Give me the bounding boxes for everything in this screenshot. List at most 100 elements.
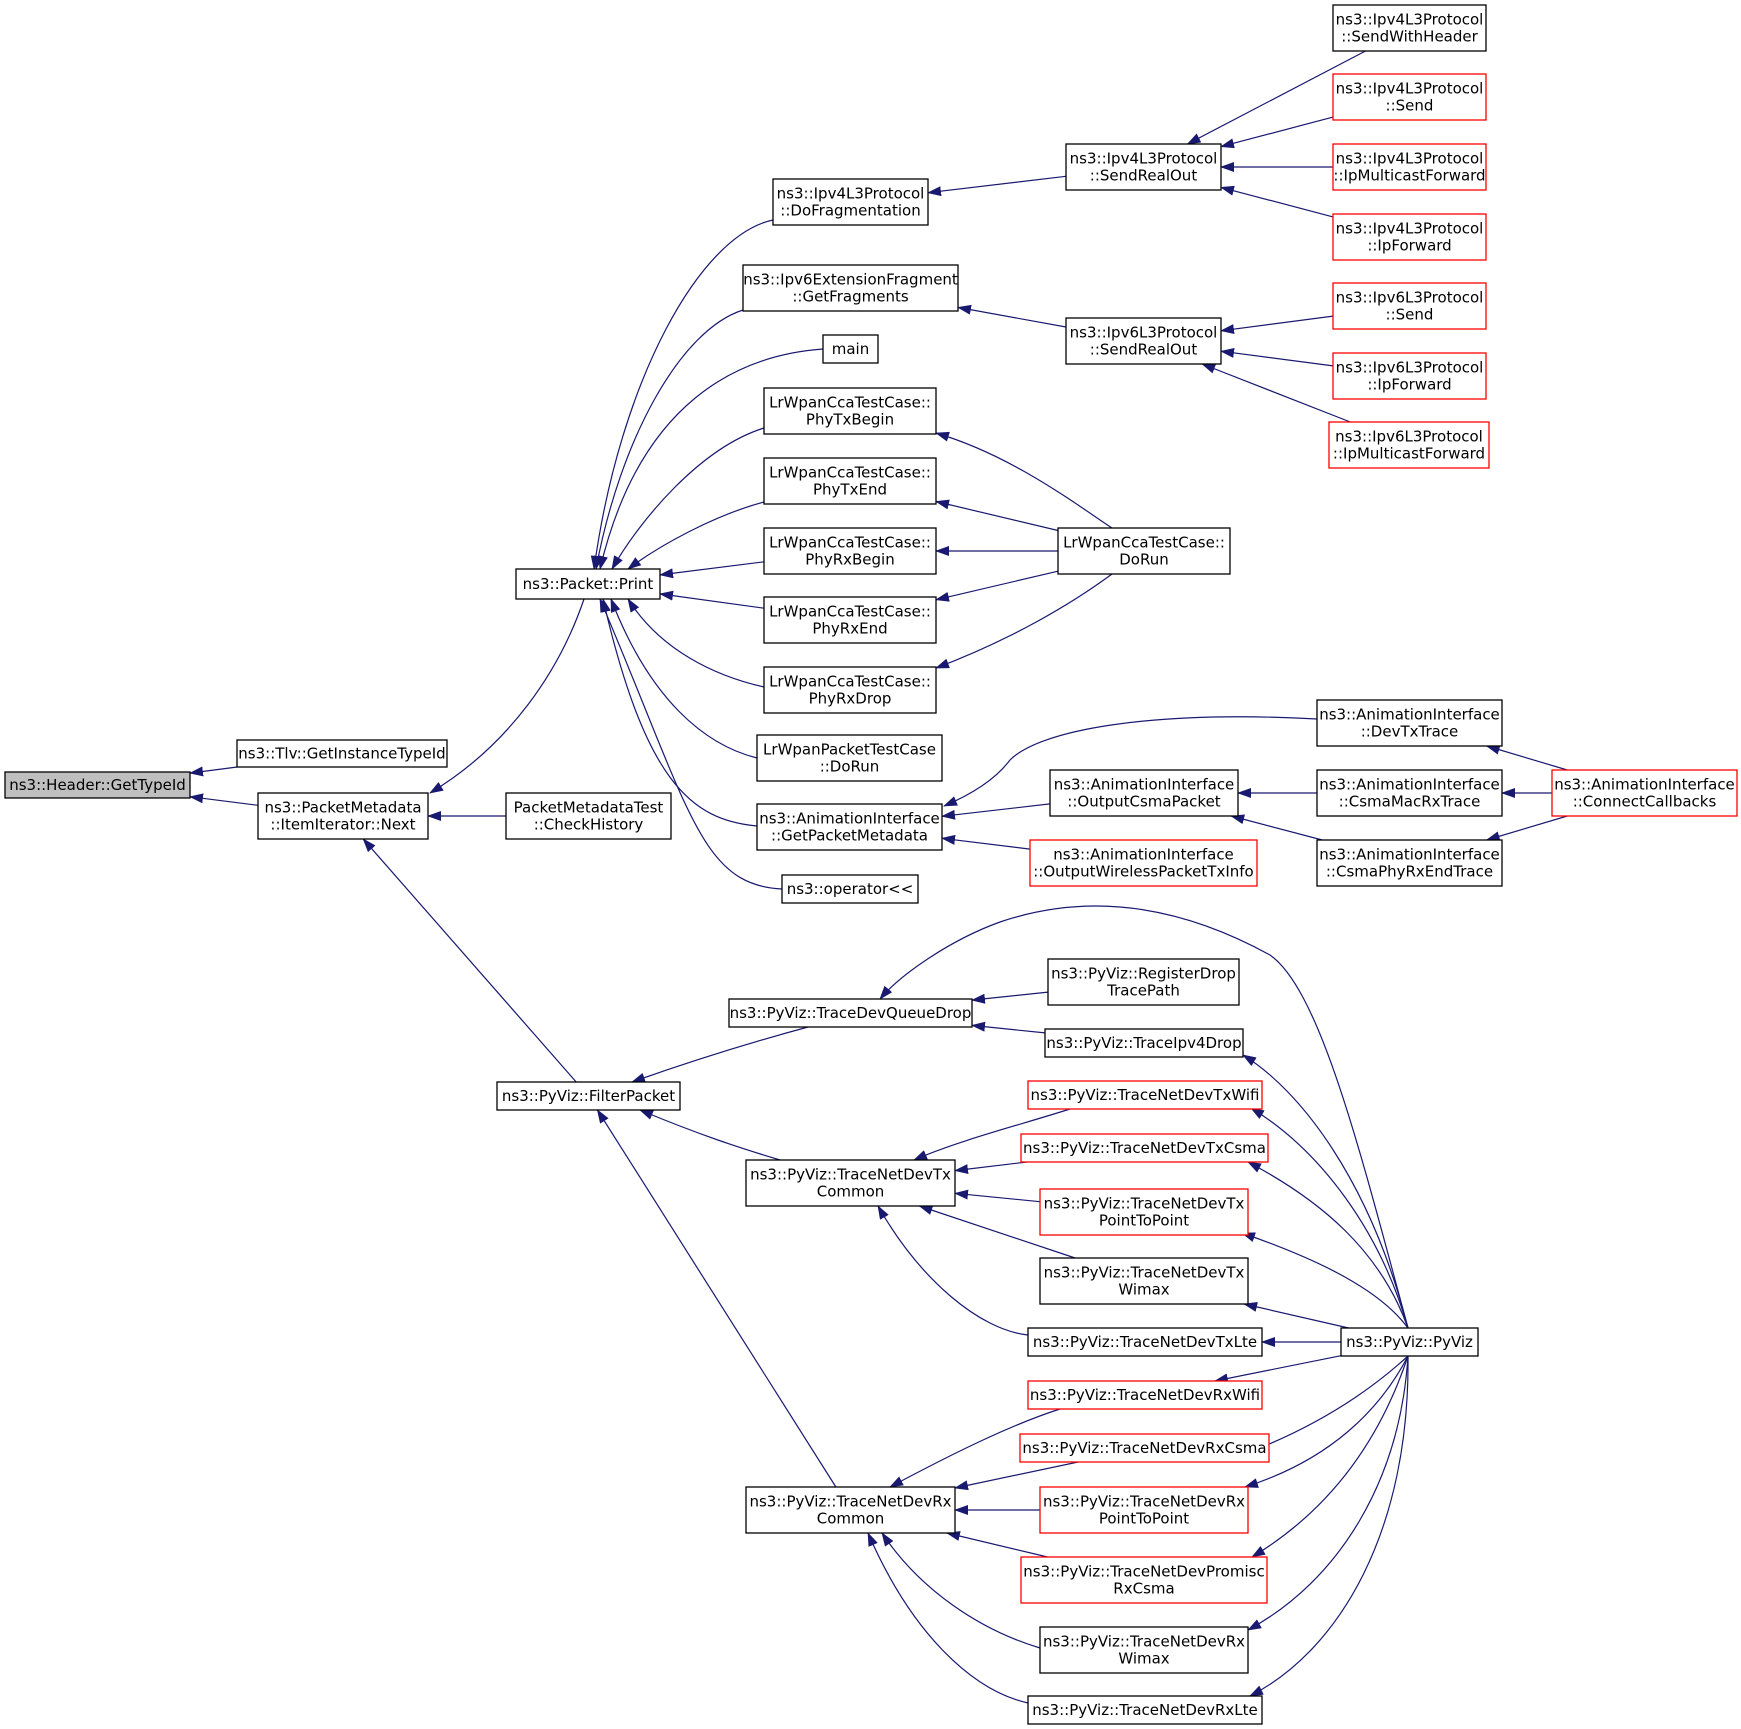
node-box[interactable] bbox=[728, 998, 973, 1028]
node-n_ipv6fwd[interactable]: ns3::Ipv6L3Protocol::IpForward bbox=[1332, 352, 1487, 400]
node-box[interactable] bbox=[822, 334, 879, 364]
node-n_phyrxend[interactable]: LrWpanCcaTestCase::PhyRxEnd bbox=[763, 596, 937, 644]
node-box[interactable] bbox=[1328, 421, 1490, 469]
node-box[interactable] bbox=[1340, 1327, 1479, 1357]
node-n_aniphyrx[interactable]: ns3::AnimationInterface::CsmaPhyRxEndTra… bbox=[1316, 839, 1503, 887]
node-n_animgetpm[interactable]: ns3::AnimationInterface::GetPacketMetada… bbox=[756, 803, 943, 851]
node-box[interactable] bbox=[1039, 1188, 1249, 1236]
node-box[interactable] bbox=[745, 1159, 956, 1207]
node-box[interactable] bbox=[742, 264, 959, 312]
node-box[interactable] bbox=[1049, 769, 1239, 817]
node-n_filter[interactable]: ns3::PyViz::FilterPacket bbox=[496, 1081, 681, 1111]
node-n_lrccarun[interactable]: LrWpanCcaTestCase::DoRun bbox=[1057, 527, 1231, 575]
node-n_lrpkt[interactable]: LrWpanPacketTestCase::DoRun bbox=[756, 734, 943, 782]
node-n_ipv4mcf[interactable]: ns3::Ipv4L3Protocol::IpMulticastForward bbox=[1332, 143, 1487, 191]
node-box[interactable] bbox=[4, 771, 191, 799]
node-box[interactable] bbox=[1019, 1433, 1270, 1463]
node-n_ipv4frag[interactable]: ns3::Ipv4L3Protocol::DoFragmentation bbox=[772, 178, 929, 226]
node-n_ipv6send[interactable]: ns3::Ipv6L3Protocol::Send bbox=[1332, 282, 1487, 330]
node-n_anitx[interactable]: ns3::AnimationInterface::DevTxTrace bbox=[1316, 699, 1503, 747]
node-box[interactable] bbox=[1039, 1257, 1249, 1305]
node-n_phytxend[interactable]: LrWpanCcaTestCase::PhyTxEnd bbox=[763, 457, 937, 505]
node-n_ipv6frag[interactable]: ns3::Ipv6ExtensionFragment::GetFragments bbox=[742, 264, 959, 312]
node-box[interactable] bbox=[756, 803, 943, 851]
node-box[interactable] bbox=[505, 792, 672, 840]
node-n_animwl[interactable]: ns3::AnimationInterface::OutputWirelessP… bbox=[1029, 839, 1258, 887]
node-box[interactable] bbox=[1332, 143, 1487, 191]
node-n_txcsma[interactable]: ns3::PyViz::TraceNetDevTxCsma bbox=[1020, 1133, 1269, 1163]
node-n_tdqd[interactable]: ns3::PyViz::TraceDevQueueDrop bbox=[728, 998, 973, 1028]
node-n_ipv4swh[interactable]: ns3::Ipv4L3Protocol::SendWithHeader bbox=[1332, 4, 1487, 52]
node-box[interactable] bbox=[756, 734, 943, 782]
node-box[interactable] bbox=[763, 527, 937, 575]
node-box[interactable] bbox=[1316, 699, 1503, 747]
node-box[interactable] bbox=[1332, 352, 1487, 400]
node-box[interactable] bbox=[763, 457, 937, 505]
node-n_ipv6mcf[interactable]: ns3::Ipv6L3Protocol::IpMulticastForward bbox=[1328, 421, 1490, 469]
node-box[interactable] bbox=[1551, 769, 1738, 817]
node-box[interactable] bbox=[496, 1081, 681, 1111]
node-box[interactable] bbox=[1047, 958, 1240, 1006]
node-n_animcsma[interactable]: ns3::AnimationInterface::OutputCsmaPacke… bbox=[1049, 769, 1239, 817]
node-box[interactable] bbox=[781, 874, 919, 904]
node-box[interactable] bbox=[763, 387, 937, 435]
node-n_tlv[interactable]: ns3::Tlv::GetInstanceTypeId bbox=[236, 739, 448, 768]
node-box[interactable] bbox=[1020, 1556, 1268, 1604]
node-n_txwifi[interactable]: ns3::PyViz::TraceNetDevTxWifi bbox=[1027, 1080, 1263, 1110]
node-box[interactable] bbox=[236, 739, 448, 768]
node-n_rxlte[interactable]: ns3::PyViz::TraceNetDevRxLte bbox=[1027, 1695, 1263, 1725]
node-n_tipv4drop[interactable]: ns3::PyViz::TraceIpv4Drop bbox=[1044, 1028, 1244, 1058]
node-n_phyrxbegin[interactable]: LrWpanCcaTestCase::PhyRxBegin bbox=[763, 527, 937, 575]
node-n_gettypeid[interactable]: ns3::Header::GetTypeId bbox=[4, 771, 191, 799]
node-n_txlte[interactable]: ns3::PyViz::TraceNetDevTxLte bbox=[1027, 1327, 1263, 1357]
node-n_main[interactable]: main bbox=[822, 334, 879, 364]
node-box[interactable] bbox=[1029, 839, 1258, 887]
node-n_ipv4fwd[interactable]: ns3::Ipv4L3Protocol::IpForward bbox=[1332, 213, 1487, 261]
node-box[interactable] bbox=[1027, 1695, 1263, 1725]
node-n_ipv4sro[interactable]: ns3::Ipv4L3Protocol::SendRealOut bbox=[1065, 143, 1222, 191]
node-box[interactable] bbox=[1332, 213, 1487, 261]
node-box[interactable] bbox=[1044, 1028, 1244, 1058]
node-box[interactable] bbox=[1332, 282, 1487, 330]
node-n_phyrxdrop[interactable]: LrWpanCcaTestCase::PhyRxDrop bbox=[763, 666, 937, 714]
node-n_phytxbegin[interactable]: LrWpanCcaTestCase::PhyTxBegin bbox=[763, 387, 937, 435]
node-n_rxcsma[interactable]: ns3::PyViz::TraceNetDevRxCsma bbox=[1019, 1433, 1270, 1463]
node-box[interactable] bbox=[1039, 1486, 1249, 1534]
node-box[interactable] bbox=[1065, 143, 1222, 191]
node-n_rxwifi[interactable]: ns3::PyViz::TraceNetDevRxWifi bbox=[1027, 1380, 1263, 1410]
node-box[interactable] bbox=[1039, 1626, 1249, 1674]
node-box[interactable] bbox=[772, 178, 929, 226]
node-n_pyviz[interactable]: ns3::PyViz::PyViz bbox=[1340, 1327, 1479, 1357]
node-box[interactable] bbox=[1065, 317, 1222, 365]
node-box[interactable] bbox=[1020, 1133, 1269, 1163]
node-n_print[interactable]: ns3::Packet::Print bbox=[515, 568, 661, 600]
node-n_ipv6sro[interactable]: ns3::Ipv6L3Protocol::SendRealOut bbox=[1065, 317, 1222, 365]
node-box[interactable] bbox=[1316, 839, 1503, 887]
node-box[interactable] bbox=[763, 596, 937, 644]
node-box[interactable] bbox=[515, 568, 661, 600]
node-n_animacrx[interactable]: ns3::AnimationInterface::CsmaMacRxTrace bbox=[1316, 769, 1503, 817]
node-n_pmnext[interactable]: ns3::PacketMetadata::ItemIterator::Next bbox=[257, 792, 429, 840]
node-n_pmtest[interactable]: PacketMetadataTest::CheckHistory bbox=[505, 792, 672, 840]
node-box[interactable] bbox=[1027, 1080, 1263, 1110]
node-box[interactable] bbox=[745, 1486, 956, 1534]
node-box[interactable] bbox=[1027, 1380, 1263, 1410]
node-box[interactable] bbox=[1057, 527, 1231, 575]
node-box[interactable] bbox=[257, 792, 429, 840]
node-n_oplt[interactable]: ns3::operator<< bbox=[781, 874, 919, 904]
node-n_ipv4send[interactable]: ns3::Ipv4L3Protocol::Send bbox=[1332, 73, 1487, 121]
node-box[interactable] bbox=[1316, 769, 1503, 817]
node-box[interactable] bbox=[1027, 1327, 1263, 1357]
node-box[interactable] bbox=[763, 666, 937, 714]
node-n_aniconn[interactable]: ns3::AnimationInterface::ConnectCallback… bbox=[1551, 769, 1738, 817]
node-box[interactable] bbox=[1332, 4, 1487, 52]
node-box[interactable] bbox=[1332, 73, 1487, 121]
